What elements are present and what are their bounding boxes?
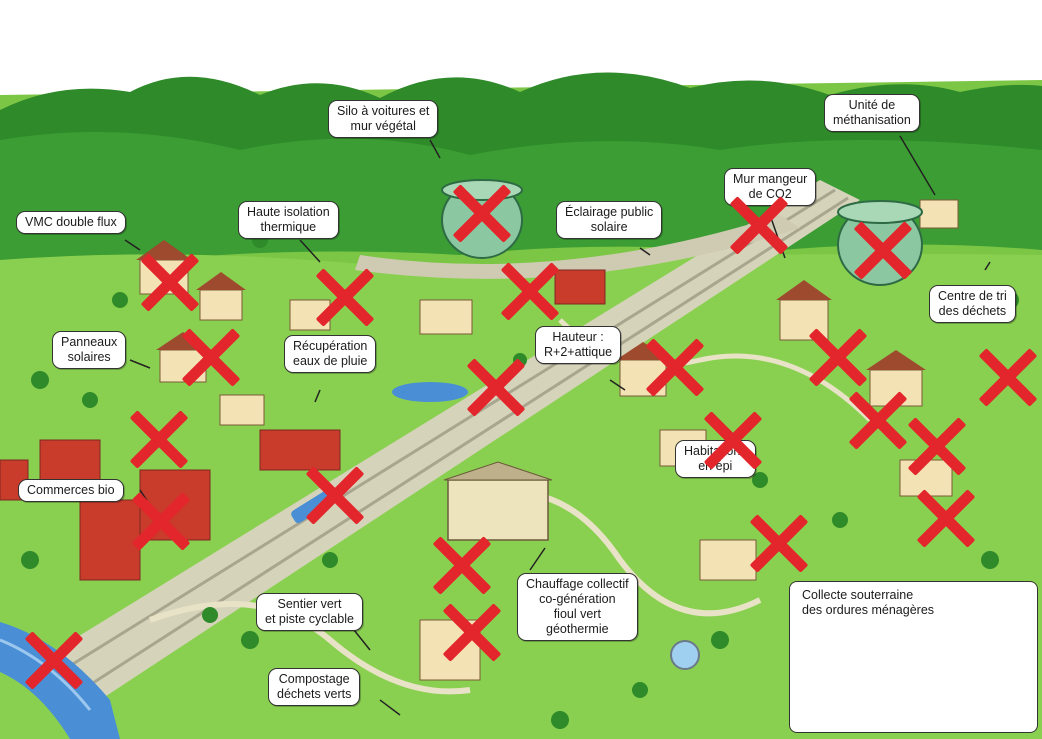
cross-mark	[313, 266, 377, 330]
cross-mark	[846, 389, 910, 453]
label-compostage: Compostage déchets verts	[268, 668, 361, 706]
cross-mark	[701, 409, 765, 473]
cross-mark	[498, 260, 562, 324]
cross-mark	[727, 194, 791, 258]
cross-mark	[914, 487, 978, 551]
cross-mark	[22, 629, 86, 693]
label-hauteur: Hauteur : R+2+attique	[535, 326, 622, 364]
label-vmc: VMC double flux	[16, 211, 126, 234]
label-chauffage: Chauffage collectif co-génération fioul …	[517, 573, 638, 641]
cross-mark	[430, 534, 494, 598]
cross-mark	[905, 415, 969, 479]
inset-collecte-souterraine: Collecte souterraine des ordures ménagèr…	[789, 581, 1038, 733]
cross-mark	[976, 346, 1040, 410]
cross-mark	[464, 356, 528, 420]
label-panneaux: Panneaux solaires	[52, 331, 127, 369]
cross-mark	[450, 182, 514, 246]
cross-mark	[851, 219, 915, 283]
label-commerces: Commerces bio	[18, 479, 124, 502]
cross-mark	[129, 490, 193, 554]
cross-mark	[643, 336, 707, 400]
label-recuperation: Récupération eaux de pluie	[284, 335, 377, 373]
inset-title: Collecte souterraine des ordures ménagèr…	[802, 588, 935, 617]
label-eclairage: Éclairage public solaire	[556, 201, 663, 239]
cross-mark	[138, 251, 202, 315]
label-sentier: Sentier vert et piste cyclable	[256, 593, 363, 631]
cross-mark	[303, 464, 367, 528]
cross-mark	[806, 326, 870, 390]
label-methanisation: Unité de méthanisation	[824, 94, 920, 132]
cross-mark	[127, 408, 191, 472]
cross-mark	[440, 601, 504, 665]
label-silo: Silo à voitures et mur végétal	[328, 100, 439, 138]
cross-mark	[747, 512, 811, 576]
label-isolation: Haute isolation thermique	[238, 201, 339, 239]
cross-mark	[179, 326, 243, 390]
label-tri: Centre de tri des déchets	[929, 285, 1016, 323]
